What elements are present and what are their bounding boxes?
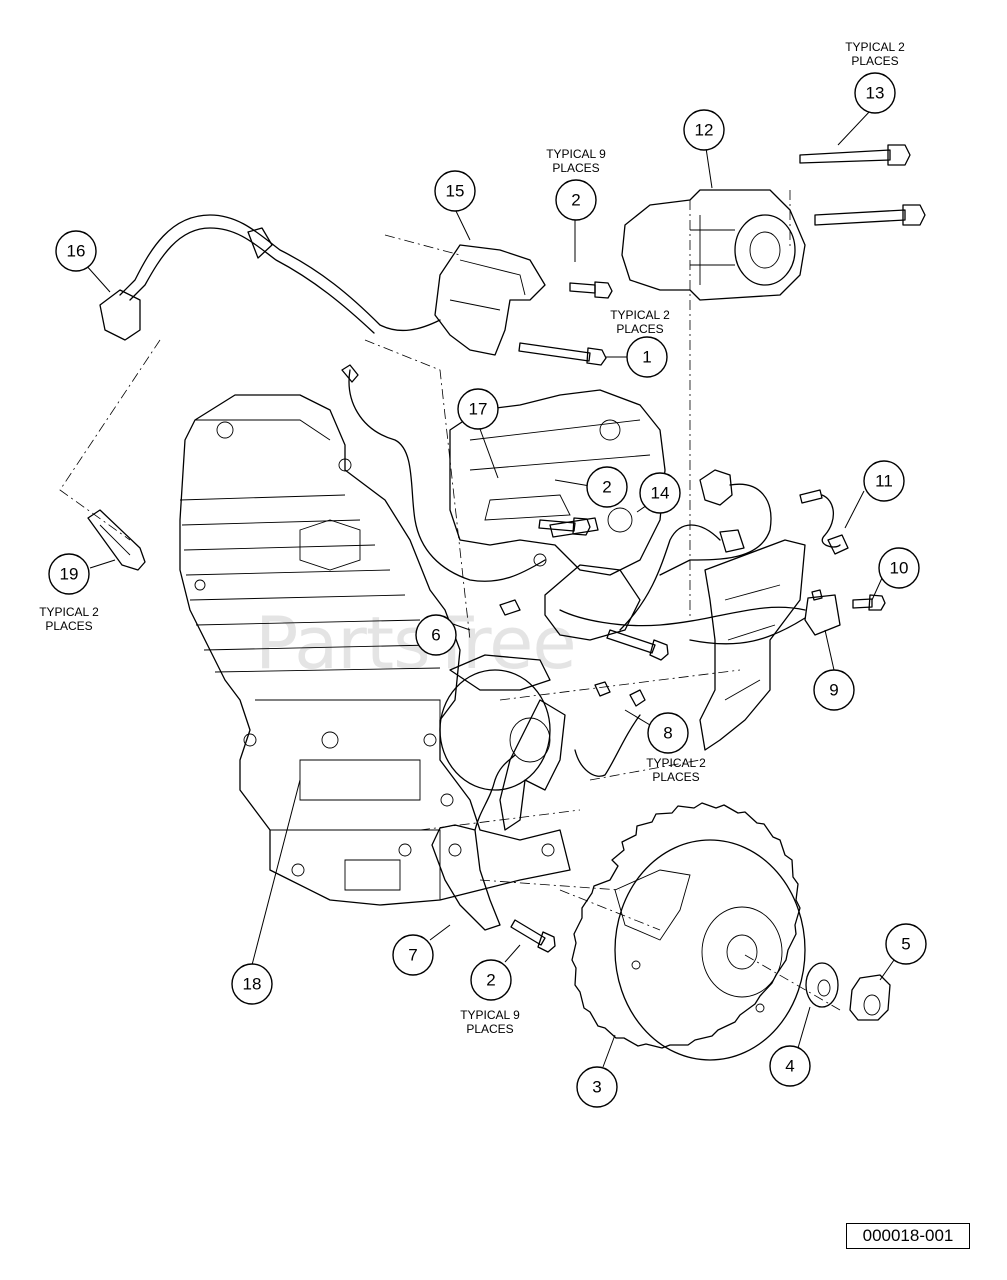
wiring-harness <box>544 469 849 751</box>
callout-16: 16 <box>55 230 97 272</box>
engine-block <box>179 394 571 906</box>
callout-2-mid: 2 <box>586 466 628 508</box>
note-typical-2-places-8: TYPICAL 2 PLACES <box>646 756 706 784</box>
callout-5: 5 <box>885 923 927 965</box>
callout-10: 10 <box>878 547 920 589</box>
callout-3: 3 <box>576 1066 618 1108</box>
svg-text:10: 10 <box>890 559 909 578</box>
callout-6: 6 <box>415 614 457 656</box>
svg-text:3: 3 <box>592 1078 601 1097</box>
callout-15: 15 <box>434 170 476 212</box>
svg-text:15: 15 <box>446 182 465 201</box>
callout-4: 4 <box>769 1045 811 1087</box>
svg-text:16: 16 <box>67 242 86 261</box>
callout-7: 7 <box>392 934 434 976</box>
stator <box>439 599 646 831</box>
svg-text:4: 4 <box>785 1057 794 1076</box>
note-typical-2-places-19: TYPICAL 2 PLACES <box>39 605 99 633</box>
svg-text:13: 13 <box>866 84 885 103</box>
svg-text:14: 14 <box>651 484 670 503</box>
callout-2-top: 2 <box>555 179 597 221</box>
callout-17: 17 <box>457 388 499 430</box>
svg-text:2: 2 <box>486 971 495 990</box>
flywheel <box>571 802 806 1061</box>
note-typical-9-places-bottom: TYPICAL 9 PLACES <box>460 1008 520 1036</box>
svg-text:5: 5 <box>901 935 910 954</box>
svg-text:18: 18 <box>243 975 262 994</box>
svg-text:17: 17 <box>469 400 488 419</box>
drawing-number-box: 000018-001 <box>846 1223 970 1249</box>
assembly-dashed-lines <box>59 190 841 1011</box>
callout-9: 9 <box>813 669 855 711</box>
svg-text:2: 2 <box>602 478 611 497</box>
callout-18: 18 <box>231 963 273 1005</box>
note-typical-9-places-top: TYPICAL 9 PLACES <box>546 147 606 175</box>
spark-plug <box>87 509 146 571</box>
ignition-coil <box>99 214 546 582</box>
callout-8: 8 <box>647 712 689 754</box>
svg-text:9: 9 <box>829 681 838 700</box>
callout-1: 1 <box>626 336 668 378</box>
callout-12: 12 <box>683 109 725 151</box>
starter-motor <box>621 189 806 301</box>
watermark-text: PartsTree <box>255 601 576 685</box>
svg-text:6: 6 <box>431 626 440 645</box>
note-typical-2-places-1: TYPICAL 2 PLACES <box>610 308 670 336</box>
manifold-assembly <box>449 389 666 576</box>
svg-text:7: 7 <box>408 946 417 965</box>
svg-text:2: 2 <box>571 191 580 210</box>
note-typical-2-places-13: TYPICAL 2 PLACES <box>845 40 905 68</box>
callout-11: 11 <box>863 460 905 502</box>
svg-text:1: 1 <box>642 348 651 367</box>
svg-text:11: 11 <box>875 472 893 491</box>
svg-text:8: 8 <box>663 724 672 743</box>
washer-and-nut <box>805 962 891 1021</box>
callout-13: 13 <box>854 72 896 114</box>
callout-2-bottom: 2 <box>470 959 512 1001</box>
svg-text:19: 19 <box>60 565 79 584</box>
callout-14: 14 <box>639 472 681 514</box>
callout-19: 19 <box>48 553 90 595</box>
bolts <box>510 144 926 953</box>
svg-text:12: 12 <box>695 121 714 140</box>
trigger-module <box>431 754 516 931</box>
